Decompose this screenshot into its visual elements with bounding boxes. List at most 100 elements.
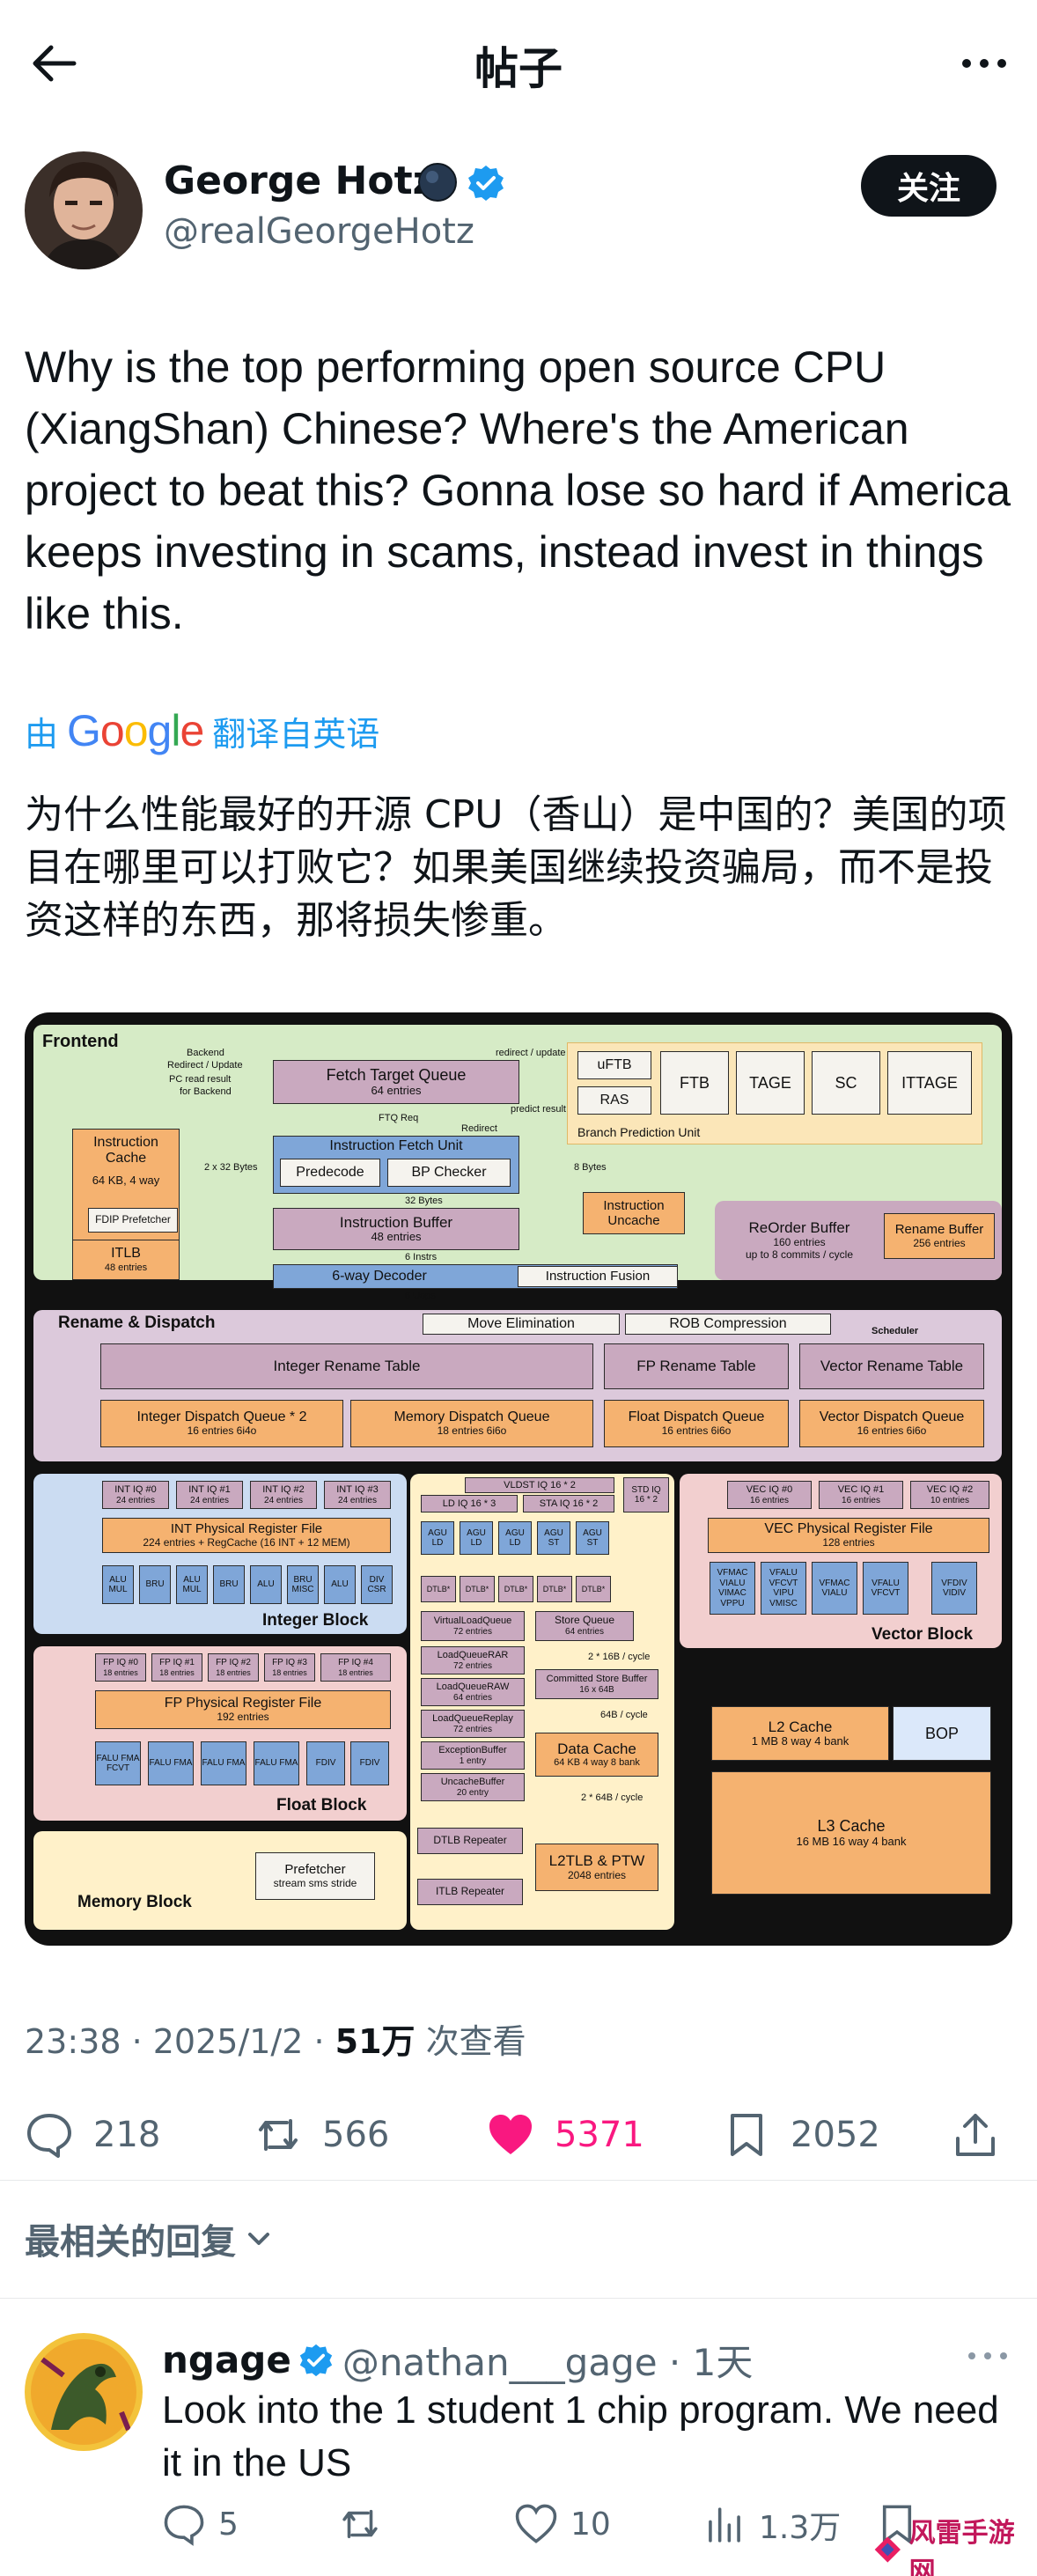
- ftb-box: FTB: [660, 1051, 729, 1115]
- reply-text: Look into the 1 student 1 chip program. …: [162, 2388, 999, 2484]
- vec-unit-2: VFMAC VIALU: [812, 1562, 857, 1615]
- repost-button[interactable]: 566: [254, 2104, 389, 2166]
- fp-prf-entries: 192 entries: [217, 1711, 269, 1724]
- reply-reply-button[interactable]: 5: [162, 2502, 239, 2546]
- cpu-architecture-diagram[interactable]: Frontend Backend Redirect / Update PC re…: [25, 1012, 1012, 1946]
- redirect-update-note-2: redirect / update: [496, 1048, 566, 1058]
- fp-unit-0: FALU FMA FCVT: [95, 1741, 141, 1785]
- reply-like-button[interactable]: 10: [514, 2502, 611, 2546]
- int-prf-entries: 224 entries + RegCache (16 INT + 12 MEM): [143, 1535, 350, 1549]
- bop-box: BOP: [893, 1706, 991, 1761]
- vec-iq-1-entries: 16 entries: [842, 1495, 880, 1505]
- page-title: 帖子: [474, 43, 563, 94]
- translation-attribution[interactable]: 由 Google 翻译自英语: [25, 704, 379, 757]
- reply-views-button[interactable]: 1.3万: [702, 2502, 841, 2548]
- for-backend-note: for Backend: [180, 1086, 232, 1097]
- chevron-down-icon: [248, 2233, 269, 2245]
- vec-iq-0-entries: 16 entries: [750, 1495, 789, 1505]
- reply-view-count: 1.3万: [759, 2510, 842, 2546]
- follow-button[interactable]: 关注: [861, 155, 997, 217]
- author-avatar[interactable]: [25, 151, 143, 269]
- rob-compression: ROB Compression: [625, 1314, 831, 1335]
- instruction-fusion: Instruction Fusion: [518, 1266, 678, 1287]
- l3-cache: L3 Cache 16 MB 16 way 4 bank: [711, 1771, 991, 1895]
- vec-unit-4: VFDIV VIDIV: [931, 1562, 977, 1615]
- globe-badge-icon: [418, 163, 457, 202]
- fp-iq-2-name: FP IQ #2: [216, 1658, 251, 1668]
- int-iq-2-name: INT IQ #2: [262, 1483, 305, 1495]
- fp-unit-2: FALU FMA: [201, 1741, 246, 1785]
- agu-0: AGU LD: [421, 1521, 454, 1555]
- l2tlb-entries: 2048 entries: [567, 1868, 627, 1881]
- rename-buffer-name: Rename Buffer: [894, 1222, 984, 1238]
- vec-unit-3: VFALU VFCVT: [863, 1562, 908, 1615]
- share-button[interactable]: [951, 2104, 1019, 2166]
- reply-count: 218: [93, 2115, 161, 2155]
- reply-avatar[interactable]: [25, 2333, 143, 2451]
- like-button[interactable]: 5371: [486, 2104, 644, 2166]
- int-iq-1-name: INT IQ #1: [188, 1483, 231, 1495]
- avatar-portrait-icon: [25, 151, 143, 269]
- backend-note: Backend: [187, 1048, 224, 1058]
- heart-filled-icon: [489, 2115, 532, 2154]
- vec-unit-1: VFALU VFCVT VIPU VMISC: [761, 1562, 806, 1615]
- reorder-buffer: ReOrder Buffer 160 entries up to 8 commi…: [722, 1208, 877, 1273]
- post-views[interactable]: 51万: [335, 2022, 416, 2061]
- rename-buffer: Rename Buffer 256 entries: [884, 1213, 995, 1259]
- itlb-name: ITLB: [111, 1246, 141, 1262]
- replies-sort-toggle[interactable]: 最相关的回复: [25, 2213, 276, 2264]
- post-translation: 为什么性能最好的开源 CPU（香山）是中国的？美国的项目在哪里可以打败它？如果美…: [25, 792, 1007, 943]
- repost-icon: [342, 2509, 378, 2539]
- bpu-label: Branch Prediction Unit: [577, 1125, 701, 1139]
- verified-badge-icon: [468, 166, 504, 201]
- agu-4: AGU ST: [576, 1521, 609, 1555]
- vldst-iq: VLDST IQ 16 * 2: [465, 1477, 614, 1493]
- prefetcher-name: Prefetcher: [284, 1862, 346, 1878]
- int-iq-0-name: INT IQ #0: [114, 1483, 157, 1495]
- more-options-button[interactable]: [956, 35, 1012, 92]
- vector-rename-table: Vector Rename Table: [799, 1343, 984, 1389]
- vlq-entries: 72 entries: [453, 1626, 492, 1637]
- lqrep-name: LoadQueueReplay: [432, 1712, 513, 1724]
- prefetcher-box: Prefetcher stream sms stride: [255, 1852, 375, 1900]
- mem-dq-name: Memory Dispatch Queue: [393, 1409, 550, 1424]
- int-iq-2-entries: 24 entries: [264, 1495, 303, 1505]
- uftb-box: uFTB: [577, 1051, 651, 1079]
- mem-dq-entries: 18 entries 6i6o: [437, 1424, 507, 1438]
- back-button[interactable]: [26, 35, 83, 92]
- float-block-label: Float Block: [276, 1796, 367, 1814]
- reply-bookmark-button[interactable]: [875, 2502, 931, 2546]
- l2tlb-name: L2TLB & PTW: [548, 1852, 645, 1870]
- ucbuf-name: UncacheBuffer: [440, 1776, 505, 1787]
- reply-author-handle[interactable]: @nathan___gage · 1天: [342, 2341, 754, 2384]
- ftq-name: Fetch Target Queue: [326, 1066, 467, 1085]
- l3-name: L3 Cache: [817, 1817, 886, 1836]
- fp-dq-entries: 16 entries 6i6o: [661, 1424, 732, 1438]
- author-handle[interactable]: @realGeorgeHotz: [164, 211, 474, 252]
- reply-button[interactable]: 218: [25, 2104, 160, 2166]
- fetch-target-queue: Fetch Target Queue 64 entries: [273, 1060, 519, 1104]
- translated-suffix: 翻译自英语: [212, 714, 380, 754]
- vec-physical-register-file: VEC Physical Register File 128 entries: [708, 1518, 989, 1553]
- fp-iq-4-name: FP IQ #4: [338, 1658, 373, 1668]
- more-dots-icon: [968, 2352, 1007, 2359]
- sq-name: Store Queue: [554, 1614, 615, 1627]
- rename-dispatch-label: Rename & Dispatch: [58, 1314, 216, 1332]
- reply-repost-button[interactable]: [338, 2502, 394, 2546]
- l2-entries: 1 MB 8 way 4 bank: [751, 1734, 849, 1748]
- reply-more-button[interactable]: [963, 2338, 1012, 2374]
- vec-iq-1-name: VEC IQ #1: [837, 1483, 885, 1495]
- dtlb-repeater: DTLB Repeater: [417, 1828, 523, 1854]
- reply-avatar-image-icon: [25, 2333, 143, 2451]
- author-name[interactable]: George Hotz: [164, 158, 436, 203]
- bookmark-button[interactable]: 2052: [722, 2104, 880, 2166]
- agu-1: AGU LD: [460, 1521, 493, 1555]
- fp-iq-1-name: FP IQ #1: [159, 1658, 195, 1668]
- reply-bubble-icon: [27, 2114, 71, 2158]
- reply-author-name[interactable]: ngage: [162, 2338, 291, 2381]
